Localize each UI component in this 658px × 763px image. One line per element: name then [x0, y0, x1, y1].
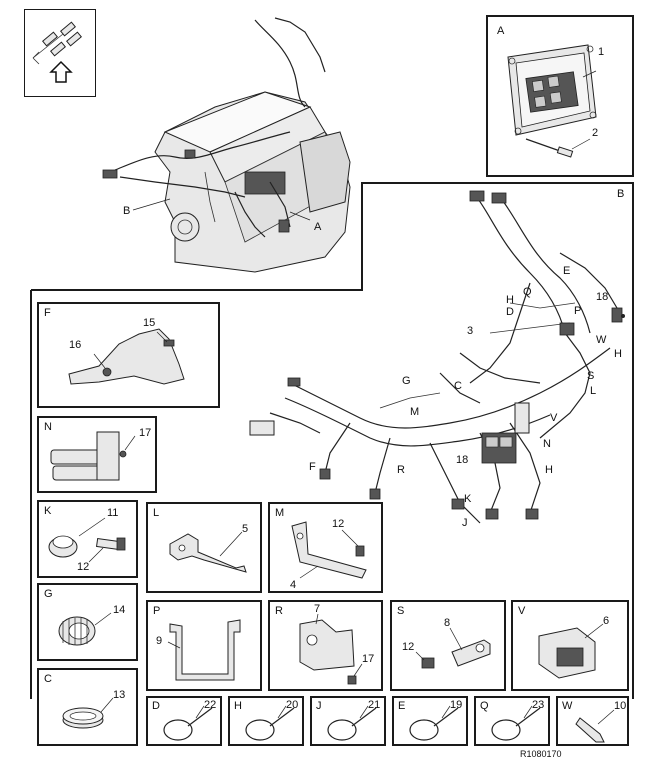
panel-a-callout-2: 2 [592, 127, 599, 139]
detail-e: E 19 [392, 696, 468, 746]
detail-k-callout-11: 11 [107, 507, 119, 519]
detail-k: K 11 12 [37, 500, 138, 578]
overview-label-b: B [123, 205, 131, 217]
detail-p-callout-9: 9 [156, 635, 163, 647]
detail-e-letter: E [398, 700, 406, 712]
detail-f-callout-15: 15 [143, 317, 156, 329]
panel-b-callout-m: M [410, 406, 420, 418]
detail-j-letter: J [316, 700, 322, 712]
panel-a-letter: A [497, 25, 505, 37]
detail-k-callout-12: 12 [77, 561, 90, 573]
detail-q: Q 23 [474, 696, 550, 746]
detail-r-callout-17: 17 [362, 653, 375, 665]
panel-b-callout-w: W [596, 334, 607, 346]
detail-d: D 22 [146, 696, 222, 746]
detail-n-letter: N [44, 421, 52, 433]
detail-s-callout-8: 8 [444, 617, 451, 629]
detail-n: N 17 [37, 416, 157, 493]
detail-c-callout-13: 13 [113, 689, 126, 701]
detail-w-letter: W [562, 700, 573, 712]
detail-k-letter: K [44, 505, 52, 517]
panel-b-callout-3: 3 [467, 325, 474, 337]
detail-s-letter: S [397, 605, 405, 617]
detail-g: G 14 [37, 583, 138, 661]
panel-b-callout-n: N [543, 438, 551, 450]
orientation-arrow-icon [32, 21, 82, 83]
detail-r-callout-7: 7 [314, 603, 321, 615]
detail-q-letter: Q [480, 700, 489, 712]
detail-s-callout-12: 12 [402, 641, 415, 653]
orientation-icon-box [24, 9, 96, 97]
detail-c-letter: C [44, 673, 52, 685]
panel-b-callout-s: S [587, 370, 595, 382]
panel-b-callout-h-mid: H [545, 464, 553, 476]
panel-b-callout-r: R [397, 464, 405, 476]
detail-d-callout-22: 22 [204, 699, 217, 711]
detail-h: H 20 [228, 696, 304, 746]
detail-m-callout-12: 12 [332, 518, 345, 530]
detail-p: P 9 [146, 600, 262, 691]
detail-j: J 21 [310, 696, 386, 746]
detail-r: R 7 17 [268, 600, 383, 691]
panel-b-callout-p: P [574, 305, 582, 317]
ecu-module-drawing [507, 44, 597, 158]
panel-b-callout-d: D [506, 306, 514, 318]
detail-h-letter: H [234, 700, 242, 712]
panel-b-callout-c: C [454, 380, 462, 392]
detail-j-callout-21: 21 [368, 699, 381, 711]
detail-w: W 10 [556, 696, 629, 746]
detail-l-callout-5: 5 [242, 523, 249, 535]
detail-n-callout-17: 17 [139, 427, 152, 439]
detail-g-callout-14: 14 [113, 604, 126, 616]
panel-a: A 1 2 [486, 15, 634, 177]
panel-b-callout-j: J [462, 517, 468, 529]
panel-b-callout-h-right: H [614, 348, 622, 360]
panel-b-callout-q: Q [523, 286, 532, 298]
panel-b-callout-k: K [464, 493, 472, 505]
detail-v-callout-6: 6 [603, 615, 610, 627]
panel-b-callout-f: F [309, 461, 316, 473]
detail-p-letter: P [153, 605, 161, 617]
detail-s: S 8 12 [390, 600, 506, 691]
detail-w-callout-10: 10 [614, 700, 627, 712]
detail-e-callout-19: 19 [450, 699, 463, 711]
detail-g-letter: G [44, 588, 53, 600]
panel-a-callout-1: 1 [598, 46, 605, 58]
reference-code: R1080170 [520, 749, 562, 759]
panel-b-callout-l: L [590, 385, 597, 397]
panel-b-callout-h-top: H [506, 294, 514, 306]
detail-q-callout-23: 23 [532, 699, 545, 711]
detail-f-callout-16: 16 [69, 339, 82, 351]
detail-f-letter: F [44, 307, 51, 319]
detail-v: V 6 [511, 600, 629, 691]
main-harness-drawing: E Q 18 H D P 3 W H S L G C M V N F R 18 … [230, 183, 633, 543]
detail-h-callout-20: 20 [286, 699, 299, 711]
detail-m-letter: M [275, 507, 285, 519]
detail-r-letter: R [275, 605, 283, 617]
panel-b-callout-18-top: 18 [596, 291, 609, 303]
panel-b-letter: B [617, 188, 625, 200]
detail-m: M 12 4 [268, 502, 383, 593]
panel-b-callout-g: G [402, 375, 411, 387]
panel-b-callout-18-mid: 18 [456, 454, 469, 466]
detail-m-callout-4: 4 [290, 579, 297, 591]
detail-c: C 13 [37, 668, 138, 746]
detail-l-letter: L [153, 507, 160, 519]
panel-b-callout-v: V [550, 412, 558, 424]
detail-v-letter: V [518, 605, 526, 617]
detail-d-letter: D [152, 700, 160, 712]
detail-f: F 15 16 [37, 302, 220, 408]
panel-b-callout-e: E [563, 265, 571, 277]
detail-l: L 5 [146, 502, 262, 593]
